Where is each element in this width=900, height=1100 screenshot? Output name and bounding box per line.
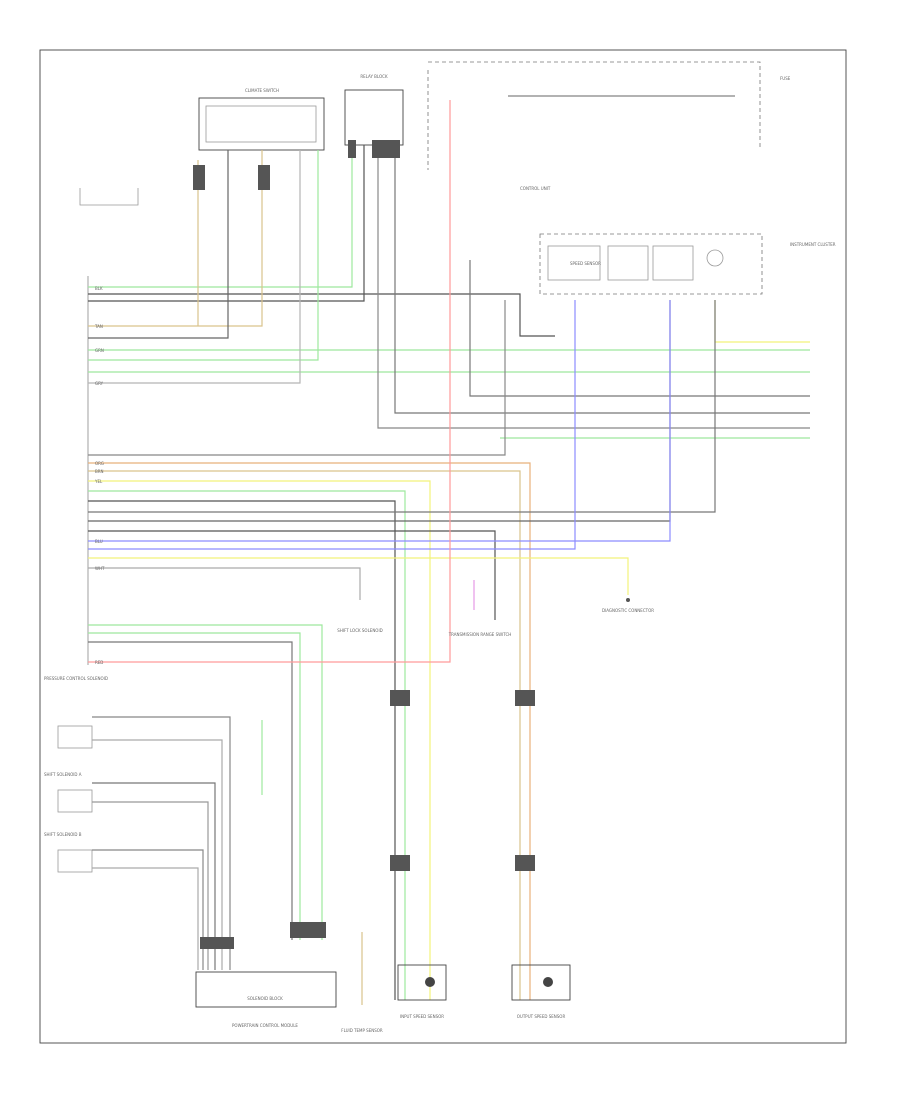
wire-dark-m2 — [88, 300, 716, 513]
sol2-wire-a — [92, 782, 216, 970]
solenoid-connector-3 — [57, 849, 93, 873]
pin-label: YEL — [94, 479, 103, 484]
wire-grey-mid — [88, 150, 301, 384]
transmission-range-switch-label: TRANSMISSION RANGE SWITCH — [448, 632, 512, 637]
diagnostic-connector-pin — [626, 598, 630, 602]
bracket-mark — [79, 188, 139, 206]
wire-blue-1 — [88, 300, 671, 542]
wire-dark-m1 — [88, 500, 396, 1000]
sol3-wire-b — [92, 867, 199, 970]
shift-lock-solenoid-label: SHIFT LOCK SOLENOID — [337, 628, 382, 633]
wire-grey-m1 — [88, 300, 506, 456]
output-speed-sensor-coil — [543, 977, 553, 987]
fluid-temp-sensor-label: FLUID TEMP SENSOR — [341, 1028, 383, 1033]
input-speed-sensor-box — [397, 964, 447, 1001]
input-speed-sensor-label: INPUT SPEED SENSOR — [400, 1014, 444, 1019]
pin-cluster-top-4 — [372, 140, 400, 158]
pin-label: GRN — [95, 348, 104, 353]
pin-label: BLK — [95, 286, 103, 291]
wire-grey-right-1 — [469, 260, 810, 397]
pin-label: BLU — [95, 539, 103, 544]
wire-dark-top-1 — [88, 293, 555, 337]
connector-pins — [193, 140, 535, 949]
pin-cluster-mid-2 — [515, 690, 535, 706]
sol1-wire-b — [92, 739, 223, 970]
climate-switch-label: CLIMATE SWITCH — [245, 88, 279, 93]
solenoid-block-box — [195, 971, 337, 1008]
top-harness — [88, 145, 810, 439]
wire-yellow-right — [714, 300, 810, 343]
fuse-panel-enclosure — [427, 61, 761, 170]
wire-grey-right-3 — [377, 145, 810, 429]
instrument-cluster-enclosure — [539, 233, 763, 295]
pin-cluster-top-3 — [348, 140, 356, 158]
output-speed-sensor-label: OUTPUT SPEED SENSOR — [517, 1014, 566, 1019]
indicator-box-1 — [547, 245, 601, 281]
diagram-frame — [39, 49, 847, 1044]
pin-label: GRY — [95, 381, 104, 386]
solenoid-connector-2 — [57, 789, 93, 813]
pin-cluster-pcm-2 — [290, 922, 326, 938]
pin-label: RED — [95, 660, 103, 665]
relay-block-label: RELAY BLOCK — [360, 74, 388, 79]
wire-green-m1 — [88, 490, 406, 1000]
powertrain-control-module-label: POWERTRAIN CONTROL MODULE — [232, 1023, 298, 1028]
sol1-wire-a — [92, 716, 231, 970]
middle-harness — [88, 100, 716, 1000]
sol3-wire-a — [92, 849, 204, 970]
solenoid-connector-1 — [57, 725, 93, 749]
wire-yellow-m — [88, 480, 431, 1000]
wire-grey-m2 — [88, 567, 361, 600]
shift-solenoid-b-label: SHIFT SOLENOID B — [44, 832, 82, 837]
pin-cluster-low-1 — [390, 855, 410, 871]
sol2-wire-b — [92, 801, 209, 970]
relay-block-box — [344, 89, 404, 146]
wire-yellow-diag — [88, 557, 629, 595]
diagnostic-connector-label: DIAGNOSTIC CONNECTOR — [602, 608, 654, 613]
wire-tan-top — [88, 150, 263, 327]
wire-red-main — [88, 100, 451, 663]
pin-label-column: BLK GRN YEL BLU WHT BRN RED GRY TAN ORG — [94, 286, 105, 665]
climate-switch-inner — [205, 105, 317, 143]
speed-sensor-label: SPEED SENSOR — [570, 261, 601, 266]
input-speed-sensor-coil — [425, 977, 435, 987]
pin-cluster-pcm-1 — [200, 937, 234, 949]
indicator-box-2 — [607, 245, 649, 281]
pin-cluster-top-1 — [193, 165, 205, 190]
wire-dark-top-3 — [88, 150, 229, 339]
pin-label: TAN — [94, 324, 103, 329]
pin-label: BRN — [95, 469, 104, 474]
wire-dark-m4 — [88, 530, 496, 620]
output-speed-sensor-box — [511, 964, 571, 1001]
wire-dark-m5 — [88, 641, 293, 940]
fuse-panel-label: FUSE — [780, 76, 791, 81]
indicator-box-3 — [652, 245, 694, 281]
wire-orange-m — [88, 462, 531, 1000]
pressure-control-solenoid-label: PRESSURE CONTROL SOLENOID — [44, 676, 108, 681]
wire-green-mid-2 — [88, 150, 319, 361]
wire-dark-top-2 — [88, 145, 365, 302]
indicator-lamp — [706, 249, 724, 267]
pin-cluster-top-2 — [258, 165, 270, 190]
left-solenoid-group: PRESSURE CONTROL SOLENOID SHIFT SOLENOID… — [44, 676, 263, 970]
wire-green-top — [88, 145, 353, 288]
relay-label-small: CONTROL UNIT — [520, 186, 551, 191]
wire-dark-m3 — [88, 300, 671, 522]
solenoid-block-label: SOLENOID BLOCK — [247, 996, 283, 1001]
wire-tan-m — [88, 470, 521, 1000]
shift-solenoid-a-label: SHIFT SOLENOID A — [44, 772, 82, 777]
pin-cluster-mid-1 — [390, 690, 410, 706]
instrument-cluster-label: INSTRUMENT CLUSTER — [790, 242, 836, 247]
wire-green-m3 — [88, 632, 301, 940]
wire-green-m2 — [88, 624, 323, 940]
wire-blue-2 — [88, 300, 576, 550]
wire-grey-right-2 — [394, 145, 810, 414]
pin-label: ORG — [95, 461, 104, 466]
pin-cluster-low-2 — [515, 855, 535, 871]
pin-label: WHT — [95, 566, 105, 571]
